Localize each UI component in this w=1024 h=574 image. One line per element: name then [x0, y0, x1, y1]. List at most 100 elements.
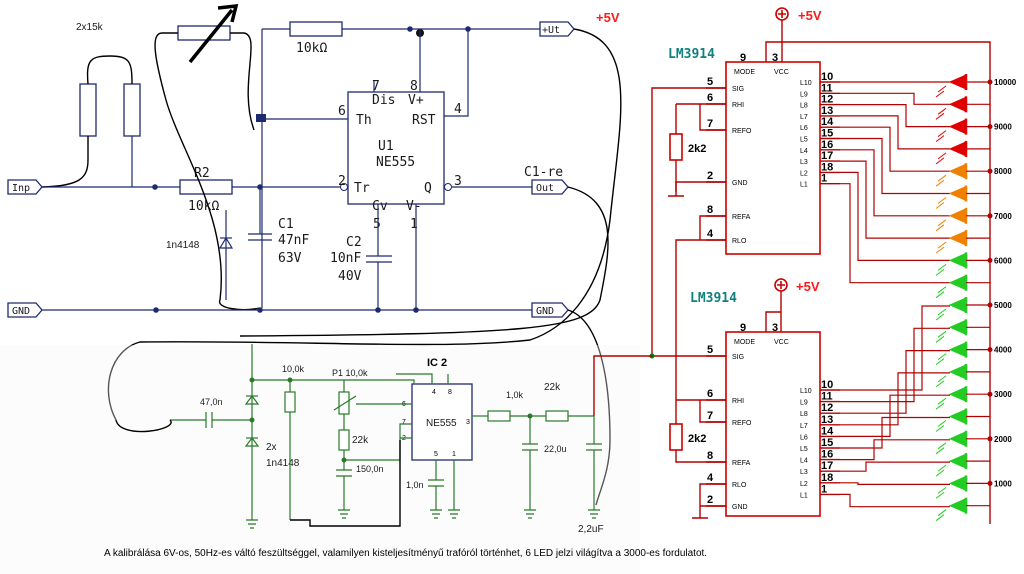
led-body — [948, 341, 967, 358]
light-rays-icon — [935, 509, 947, 522]
light-rays-icon — [935, 487, 947, 499]
pin-number: 17 — [821, 150, 833, 162]
pin-number: 2 — [707, 170, 713, 182]
lm3914-top: LM3914 +5V 9 3 MODE VCC 5SIG6RHI7REFO2GN… — [649, 7, 991, 524]
pin-number: 14 — [821, 425, 834, 437]
pin-4: 4 — [454, 102, 462, 117]
led — [935, 297, 990, 321]
label-2x15k: 2x15k — [76, 22, 104, 33]
wire-sig-link — [651, 87, 726, 357]
led — [935, 96, 990, 120]
u1-cv: Cv — [372, 199, 388, 214]
ground-symbol — [448, 509, 460, 519]
c1-name: C1 — [278, 217, 294, 232]
pin-number: 18 — [821, 161, 833, 173]
pin-number: 14 — [821, 116, 834, 128]
wire-rhi-refo-bottom — [675, 399, 726, 463]
led-wire — [840, 149, 950, 217]
pin-name: REFO — [732, 128, 752, 135]
led-wire — [840, 92, 950, 105]
ground-symbol — [246, 519, 258, 529]
tag-gnd-right: GND — [536, 306, 554, 317]
led — [935, 408, 990, 432]
light-rays-icon — [935, 219, 947, 232]
lm-bottom-supply: +5V — [796, 279, 820, 294]
junction — [375, 307, 381, 313]
light-rays-icon — [935, 130, 947, 142]
led-body — [948, 274, 967, 291]
r10k-label: 10,0k — [282, 364, 305, 374]
junction — [987, 480, 993, 486]
led — [935, 386, 990, 410]
r10k-top-value: 10kΩ — [296, 41, 327, 56]
c47n-label: 47,0n — [200, 397, 223, 407]
pin-8: 8 — [410, 79, 418, 94]
rpm-mark: 1000 — [994, 479, 1012, 488]
pin-6: 6 — [338, 104, 346, 119]
pin-name: L4 — [800, 148, 808, 155]
led — [935, 475, 990, 499]
pin-number: 11 — [821, 391, 833, 403]
light-rays-icon — [935, 174, 947, 187]
pin-number: 18 — [821, 472, 833, 484]
pin-number: 11 — [821, 82, 833, 94]
ic-u1 — [347, 91, 445, 205]
pin-number: 16 — [821, 139, 833, 151]
capacitor-c1 — [248, 233, 272, 241]
junction — [987, 391, 993, 397]
led-wire — [840, 372, 950, 426]
diode-b — [244, 437, 260, 447]
pin-number: 1 — [821, 483, 827, 495]
tag-ut: +Ut — [542, 25, 560, 36]
diodes-label: 2x — [266, 442, 277, 453]
pin-number: 6 — [707, 92, 713, 104]
wire-led-anode-rail — [782, 41, 991, 524]
resistor-10k — [284, 391, 296, 413]
c1re-label: C1-re — [524, 165, 563, 180]
caption: A kalibrálása 6V-os, 50Hz-es váltó feszü… — [104, 548, 707, 559]
junction — [153, 307, 159, 313]
pin-number: 12 — [821, 94, 833, 106]
led — [935, 185, 990, 209]
led-body — [948, 497, 967, 514]
led-body — [948, 475, 967, 492]
capacitor-2-2uf — [586, 416, 602, 510]
pin-7: 7 — [372, 79, 380, 94]
c150n-label: 150,0n — [356, 464, 384, 474]
led-body — [948, 118, 967, 135]
rpm-mark: 8000 — [994, 167, 1012, 176]
led-wire — [840, 439, 950, 461]
top-circuit: 2x15k Inp R2 10kΩ 10kΩ — [7, 3, 622, 506]
tag-gnd-left-shape — [7, 302, 43, 318]
pin-number: 17 — [821, 460, 833, 472]
tag-gnd-right-shape — [531, 302, 569, 318]
ic2-pin5: 5 — [434, 451, 438, 458]
pin-name: L8 — [800, 411, 808, 418]
c1-value: 47nF — [278, 233, 309, 248]
diode-symbol — [218, 236, 234, 249]
led-body — [948, 431, 967, 447]
lm-bottom-box — [725, 331, 821, 517]
led — [935, 453, 990, 477]
pin-name: RHI — [732, 102, 744, 109]
wire-rst — [444, 29, 469, 117]
led-body — [948, 252, 967, 269]
rpm-mark: 5000 — [994, 301, 1012, 310]
junction — [987, 168, 993, 174]
junction — [987, 124, 993, 130]
led — [935, 230, 990, 254]
lm-top-resistor: 2k2 — [688, 143, 706, 155]
wire-signal-in — [593, 355, 652, 416]
lm-bottom-pin3: 3 — [772, 322, 778, 334]
rpm-mark: 10000 — [994, 78, 1017, 87]
wire-lm-bottom-gnd — [692, 483, 726, 519]
led-wire — [840, 416, 950, 449]
u1-q: Q — [424, 181, 432, 196]
pin-1: 1 — [410, 217, 418, 232]
rpm-mark: 4000 — [994, 346, 1012, 355]
light-rays-icon — [935, 464, 947, 477]
u1-rst: RST — [412, 113, 436, 128]
c22u-label: 22,0u — [544, 444, 567, 454]
pin-name: L1 — [800, 492, 808, 499]
led-body — [948, 96, 967, 113]
